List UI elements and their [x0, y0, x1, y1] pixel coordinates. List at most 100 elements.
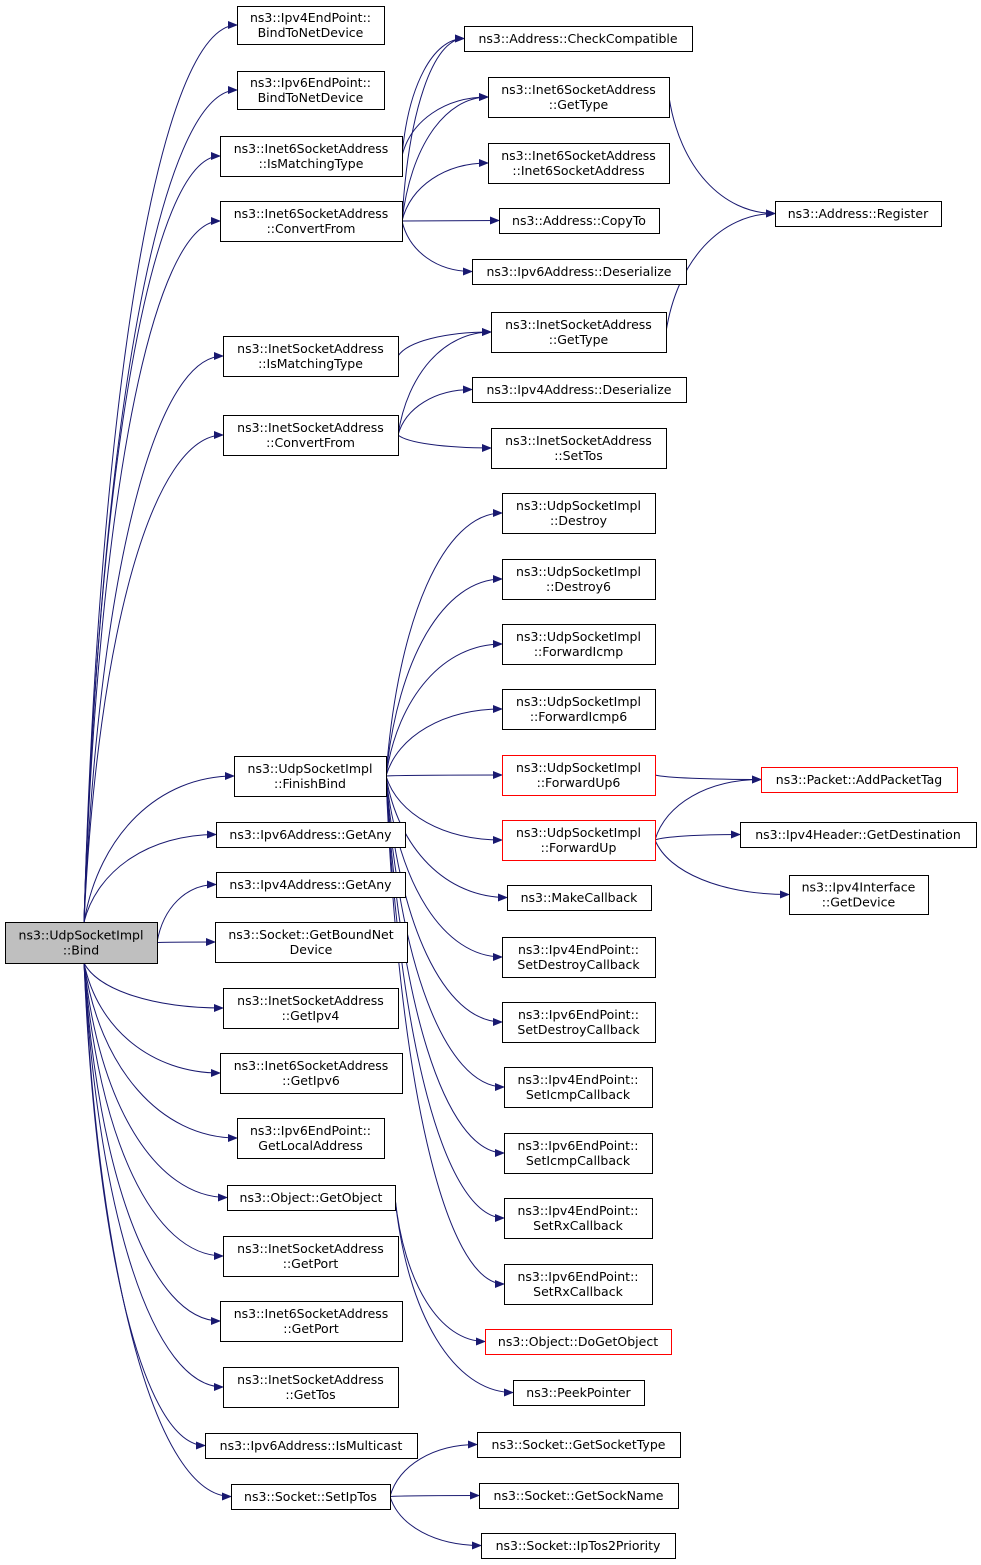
node-box: [504, 1133, 653, 1174]
graph-node[interactable]: ns3::UdpSocketImpl::ForwardUp6: [502, 755, 656, 796]
graph-node[interactable]: ns3::InetSocketAddress::IsMatchingType: [223, 336, 399, 377]
graph-node[interactable]: ns3::Socket::GetSocketType: [477, 1432, 681, 1458]
graph-node[interactable]: ns3::Inet6SocketAddress::ConvertFrom: [220, 201, 403, 242]
graph-node[interactable]: ns3::InetSocketAddress::GetIpv4: [223, 988, 399, 1029]
call-edge: [385, 775, 505, 1288]
graph-node[interactable]: ns3::Socket::GetSockName: [479, 1483, 679, 1509]
node-box: [464, 26, 693, 52]
graph-node[interactable]: ns3::InetSocketAddress::GetTos: [223, 1367, 399, 1408]
node-box: [479, 1483, 679, 1509]
graph-node[interactable]: ns3::Object::DoGetObject: [485, 1329, 672, 1355]
graph-node[interactable]: ns3::Address::Register: [775, 201, 942, 227]
graph-node[interactable]: ns3::Ipv6Address::Deserialize: [472, 259, 687, 285]
graph-node[interactable]: ns3::InetSocketAddress::SetTos: [491, 428, 667, 469]
graph-node[interactable]: ns3::InetSocketAddress::ConvertFrom: [223, 415, 399, 456]
graph-node[interactable]: ns3::Inet6SocketAddress::IsMatchingType: [220, 136, 403, 177]
graph-node[interactable]: ns3::Inet6SocketAddress::GetPort: [220, 1301, 403, 1342]
graph-node[interactable]: ns3::Ipv4EndPoint::SetRxCallback: [504, 1198, 653, 1239]
graph-node[interactable]: ns3::UdpSocketImpl::ForwardIcmp6: [502, 689, 656, 730]
node-box: [231, 1484, 391, 1510]
graph-node[interactable]: ns3::Ipv4EndPoint::BindToNetDevice: [237, 6, 385, 45]
graph-node[interactable]: ns3::Ipv6EndPoint::SetIcmpCallback: [504, 1133, 653, 1174]
call-edge: [83, 962, 232, 1501]
call-edge: [401, 93, 489, 222]
node-label: SetDestroyCallback: [517, 957, 640, 972]
graph-node[interactable]: ns3::Address::CheckCompatible: [464, 26, 693, 52]
graph-node[interactable]: ns3::UdpSocketImpl::FinishBind: [234, 756, 387, 797]
graph-node[interactable]: ns3::UdpSocketImpl::ForwardUp: [502, 820, 656, 861]
node-box: [227, 1185, 396, 1211]
node-box: [499, 208, 660, 234]
node-box: [502, 820, 656, 861]
node-label: ::ForwardUp: [541, 840, 617, 855]
graph-node[interactable]: ns3::UdpSocketImpl::Destroy: [502, 493, 656, 534]
node-label: GetLocalAddress: [258, 1138, 362, 1153]
node-label: ns3::UdpSocketImpl: [516, 564, 641, 579]
graph-node[interactable]: ns3::Inet6SocketAddress::Inet6SocketAddr…: [488, 143, 670, 184]
graph-node[interactable]: ns3::Ipv6EndPoint::SetRxCallback: [504, 1264, 653, 1305]
graph-node[interactable]: ns3::InetSocketAddress::GetPort: [223, 1236, 399, 1277]
node-box: [205, 1433, 418, 1459]
call-edge: [83, 21, 238, 923]
call-edge: [397, 328, 492, 436]
node-label: ns3::Socket::GetBoundNet: [228, 927, 393, 942]
node-box: [485, 1329, 672, 1355]
graph-node[interactable]: ns3::Inet6SocketAddress::GetIpv6: [220, 1053, 403, 1094]
call-edge: [83, 152, 221, 923]
node-label: SetDestroyCallback: [517, 1022, 640, 1037]
graph-node[interactable]: ns3::Socket::IpTos2Priority: [481, 1533, 676, 1559]
graph-node[interactable]: ns3::PeekPointer: [513, 1380, 645, 1406]
node-label: ns3::InetSocketAddress: [237, 420, 384, 435]
node-label: ns3::Address::Register: [788, 206, 929, 221]
node-label: ns3::Ipv6EndPoint::: [250, 75, 371, 90]
graph-node[interactable]: ns3::Inet6SocketAddress::GetType: [488, 77, 670, 118]
node-box: [504, 1264, 653, 1305]
node-box: [216, 822, 406, 848]
graph-node[interactable]: ns3::Ipv6EndPoint::SetDestroyCallback: [502, 1002, 656, 1043]
graph-node[interactable]: ns3::Ipv4EndPoint::SetDestroyCallback: [502, 937, 656, 978]
graph-node[interactable]: ns3::Ipv4Address::Deserialize: [472, 377, 687, 403]
graph-node[interactable]: ns3::Ipv6Address::GetAny: [216, 822, 406, 848]
node-label: ns3::InetSocketAddress: [237, 1372, 384, 1387]
graph-node[interactable]: ns3::MakeCallback: [507, 885, 652, 911]
graph-node[interactable]: ns3::Packet::AddPacketTag: [761, 767, 958, 793]
node-box: [220, 1301, 403, 1342]
node-label: ns3::Ipv6Address::IsMulticast: [220, 1438, 403, 1453]
graph-node[interactable]: ns3::Ipv4Address::GetAny: [216, 872, 406, 898]
graph-node[interactable]: ns3::Socket::SetIpTos: [231, 1484, 391, 1510]
node-label: ::IsMatchingType: [259, 156, 364, 171]
node-label: ns3::UdpSocketImpl: [516, 629, 641, 644]
call-edge: [401, 159, 489, 222]
graph-node[interactable]: ns3::UdpSocketImpl::Bind: [5, 922, 158, 964]
node-label: ns3::UdpSocketImpl: [516, 694, 641, 709]
node-box: [502, 624, 656, 665]
call-edge: [668, 96, 776, 218]
graph-node[interactable]: ns3::Ipv4Interface::GetDevice: [789, 875, 929, 915]
graph-node[interactable]: ns3::Ipv4EndPoint::SetIcmpCallback: [504, 1067, 653, 1108]
graph-node[interactable]: ns3::Ipv6EndPoint::GetLocalAddress: [237, 1118, 385, 1159]
node-label: ns3::InetSocketAddress: [505, 317, 652, 332]
node-box: [472, 377, 687, 403]
node-label: ::Destroy: [550, 513, 608, 528]
graph-node[interactable]: ns3::Ipv4Header::GetDestination: [740, 822, 977, 848]
graph-node[interactable]: ns3::Object::GetObject: [227, 1185, 396, 1211]
node-label: ns3::Object::GetObject: [240, 1190, 383, 1205]
node-label: ::IsMatchingType: [258, 356, 363, 371]
graph-node[interactable]: ns3::Ipv6EndPoint::BindToNetDevice: [237, 71, 385, 110]
node-label: ns3::Ipv4Address::Deserialize: [487, 382, 672, 397]
graph-node[interactable]: ns3::Address::CopyTo: [499, 208, 660, 234]
node-label: ::ForwardIcmp: [534, 644, 623, 659]
call-edge: [83, 352, 224, 923]
node-box: [491, 428, 667, 469]
call-edge: [385, 775, 508, 902]
call-edge: [401, 34, 465, 157]
graph-node[interactable]: ns3::UdpSocketImpl::Destroy6: [502, 559, 656, 600]
node-label: ns3::InetSocketAddress: [237, 1241, 384, 1256]
graph-node[interactable]: ns3::Ipv6Address::IsMulticast: [205, 1433, 418, 1459]
call-edge: [389, 1491, 480, 1500]
node-label: ns3::Ipv4Header::GetDestination: [755, 827, 961, 842]
node-label: ::GetPort: [283, 1321, 339, 1336]
graph-node[interactable]: ns3::InetSocketAddress::GetType: [491, 312, 667, 353]
graph-node[interactable]: ns3::UdpSocketImpl::ForwardIcmp: [502, 624, 656, 665]
